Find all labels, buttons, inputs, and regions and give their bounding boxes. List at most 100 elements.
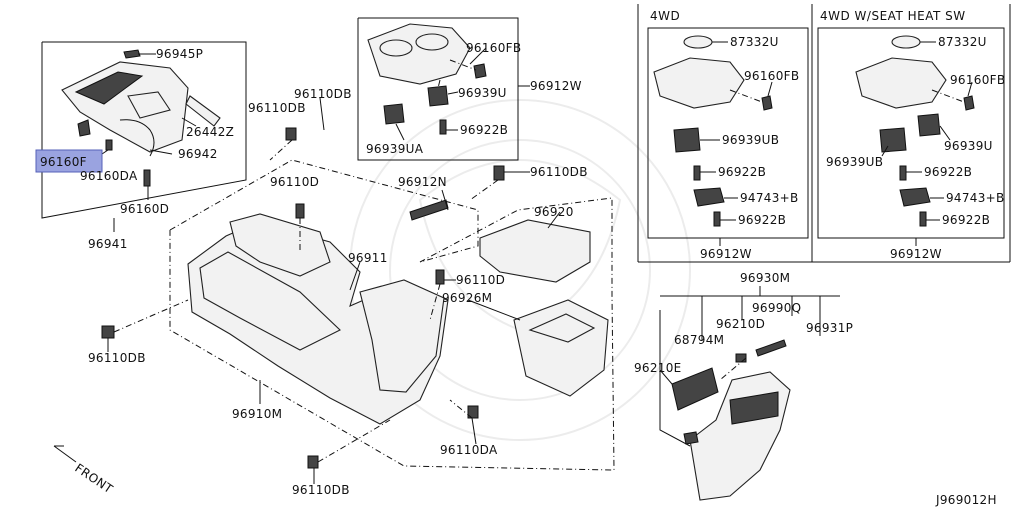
- screw-96110DB-bottom-part: [307, 455, 319, 469]
- label-96110DB-b: 96110DB: [294, 87, 352, 101]
- front-label: FRONT: [72, 461, 115, 497]
- switch-96939UA-part: [383, 103, 405, 125]
- switch-4wd-part: [673, 127, 701, 153]
- label-4wd-96160FB: 96160FB: [744, 69, 799, 83]
- clip-96160F-part: [77, 119, 91, 137]
- small-clip-part: [123, 49, 141, 59]
- switch-96939U-r-part: [917, 113, 941, 137]
- label-96945P: 96945P: [156, 47, 203, 61]
- screw-96160DA-part: [105, 139, 113, 151]
- clip-96990Q-part: [755, 339, 787, 357]
- lamp-87332U-part: [683, 35, 713, 49]
- label-96939U-main: 96939U: [458, 86, 507, 100]
- panel-4wd-seat-heat: 4WD W/SEAT HEAT SW 87332U 96160FB 96939U…: [817, 9, 1005, 261]
- label-4wd-96912W: 96912W: [700, 247, 752, 261]
- label-96941: 96941: [88, 237, 128, 251]
- label-96930M: 96930M: [740, 271, 790, 285]
- rear-vent-part: [671, 367, 719, 411]
- cup-ring-left: [379, 39, 413, 57]
- panel-4wd-box: [647, 27, 809, 239]
- label-96160D: 96160D: [120, 202, 169, 216]
- console-side-part: [199, 251, 341, 351]
- label-68794M: 68794M: [674, 333, 724, 347]
- label-96920: 96920: [534, 205, 574, 219]
- label-seat-96939UB: 96939UB: [826, 155, 883, 169]
- shift-grille-part: [74, 71, 144, 105]
- label-seat-96922B-a: 96922B: [924, 165, 972, 179]
- panel-4wd-seat-box: [817, 27, 1005, 239]
- cupholder-body-part: [367, 23, 471, 85]
- trim-strip-part: [185, 95, 221, 127]
- screw-96110DB-top-part: [285, 127, 297, 141]
- label-4wd-87332U: 87332U: [730, 35, 779, 49]
- label-96210E: 96210E: [634, 361, 682, 375]
- screw-4wd-b-part: [713, 211, 721, 227]
- label-seat-94743B: 94743+B: [946, 191, 1005, 205]
- cup-ring-right: [415, 33, 449, 51]
- label-4wd-96922B-b: 96922B: [738, 213, 786, 227]
- bracket-96912N-part: [409, 199, 449, 221]
- label-96912W-main: 96912W: [530, 79, 582, 93]
- panel-4wd-seat-title: 4WD W/SEAT HEAT SW: [820, 9, 966, 23]
- label-96160F[interactable]: 96160F: [40, 155, 87, 169]
- label-26442Z: 26442Z: [186, 125, 234, 139]
- label-seat-96160FB: 96160FB: [950, 73, 1005, 87]
- cupholder-box: [357, 17, 519, 161]
- screw-96922B-part: [439, 119, 447, 135]
- label-96110D-a: 96110D: [270, 175, 319, 189]
- label-4wd-96939UB: 96939UB: [722, 133, 779, 147]
- screw-96110DA-part: [467, 405, 479, 419]
- cupholder-4wd-part: [653, 57, 745, 109]
- label-96939UA: 96939UA: [366, 142, 424, 156]
- rear-box-left: [659, 310, 691, 447]
- label-96990Q: 96990Q: [752, 301, 801, 315]
- diagram-id: J969012H: [935, 493, 997, 507]
- screw-96110DB-c-part: [493, 165, 505, 181]
- label-96110DB-c: 96110DB: [530, 165, 588, 179]
- label-seat-96922B-b: 96922B: [942, 213, 990, 227]
- label-seat-87332U: 87332U: [938, 35, 987, 49]
- console-box-inner: [528, 313, 596, 343]
- label-96110D-b: 96110D: [456, 273, 505, 287]
- console-bracket-part: [229, 213, 331, 277]
- armrest-lid-part: [479, 219, 591, 283]
- seat-heat-switch-part: [729, 391, 779, 425]
- label-96911: 96911: [348, 251, 388, 265]
- label-96210D: 96210D: [716, 317, 765, 331]
- highlight-96160F: [35, 149, 103, 173]
- screw-96160D-part: [143, 169, 151, 187]
- rear-finisher-group: 96930M 96990Q 96210D 68794M 96931P 96210…: [634, 271, 853, 501]
- label-seat-96939U: 96939U: [944, 139, 993, 153]
- cupholder-group: 96160FB 96939U 96912W 96922B 96939UA: [357, 17, 582, 161]
- finisher-opening-part: [127, 91, 171, 119]
- panel-4wd-title: 4WD: [650, 9, 680, 23]
- screw-4wd-seat-a-part: [899, 165, 907, 181]
- front-direction: FRONT: [53, 445, 116, 497]
- front-arrow-shaft: [53, 445, 77, 463]
- label-96910M: 96910M: [232, 407, 282, 421]
- switch-96939U-part: [427, 85, 449, 107]
- lamp-87332U-r-part: [891, 35, 921, 49]
- label-96110DB-e: 96110DB: [292, 483, 350, 497]
- grommet-68794M-part: [735, 353, 747, 363]
- screw-4wd-seat-b-part: [919, 211, 927, 227]
- panel-4wd: 4WD 87332U 96160FB 96939UB 96922B 94743+…: [647, 9, 809, 261]
- label-96160DA: 96160DA: [80, 169, 138, 183]
- label-96110DB-a: 96110DB: [248, 101, 306, 115]
- label-96926M: 96926M: [442, 291, 492, 305]
- screw-4wd-a-part: [693, 165, 701, 181]
- cupholder-4wd-seat-part: [855, 57, 947, 109]
- finisher-group: 96945P 26442Z 96942 96160F 96160DA 96160…: [35, 41, 247, 251]
- label-96912N: 96912N: [398, 175, 447, 189]
- label-96160FB-main: 96160FB: [466, 41, 521, 55]
- clip-96160FB-part: [473, 63, 487, 79]
- screw-96110DB-left-part: [101, 325, 115, 339]
- bracket-4wd-seat-part: [899, 187, 931, 207]
- label-seat-96912W: 96912W: [890, 247, 942, 261]
- label-96922B-main: 96922B: [460, 123, 508, 137]
- label-4wd-94743B: 94743+B: [740, 191, 799, 205]
- label-96931P: 96931P: [806, 321, 853, 335]
- label-4wd-96922B-a: 96922B: [718, 165, 766, 179]
